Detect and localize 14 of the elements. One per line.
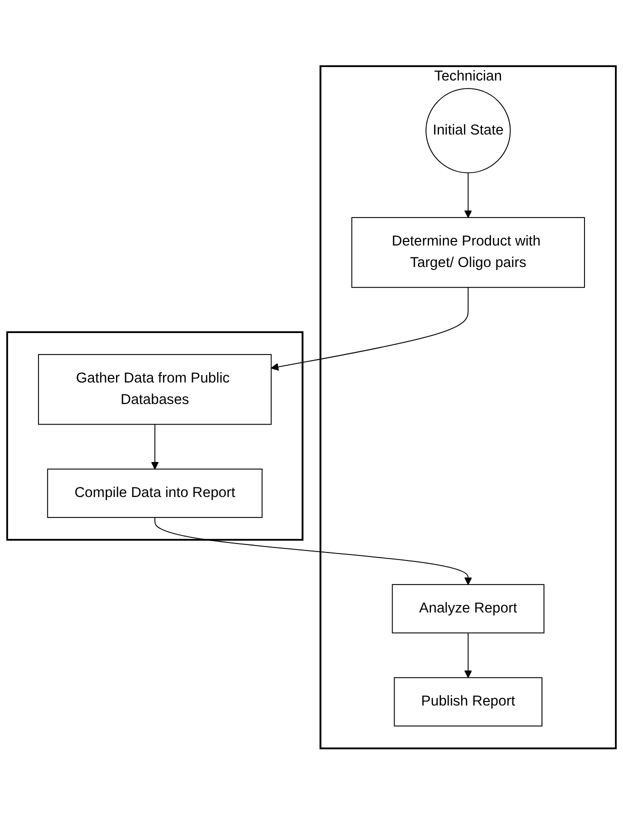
arrow (270, 287, 469, 371)
arrow (464, 632, 472, 678)
flowchart: Technician Initial State Determine Product with Target/ Oligo pairs Analyze Report Publish Report Gather Data from Public Databases Compile Data into Report (0, 59, 623, 756)
node-box (392, 584, 544, 634)
node-box (47, 468, 263, 518)
node-box (38, 354, 272, 426)
node-box (351, 217, 585, 288)
arrow (154, 517, 472, 586)
cluster (6, 331, 304, 541)
node-box (394, 677, 542, 727)
arrow (464, 172, 472, 218)
cluster (320, 66, 617, 750)
node-circle (426, 88, 511, 174)
arrow (150, 424, 159, 470)
